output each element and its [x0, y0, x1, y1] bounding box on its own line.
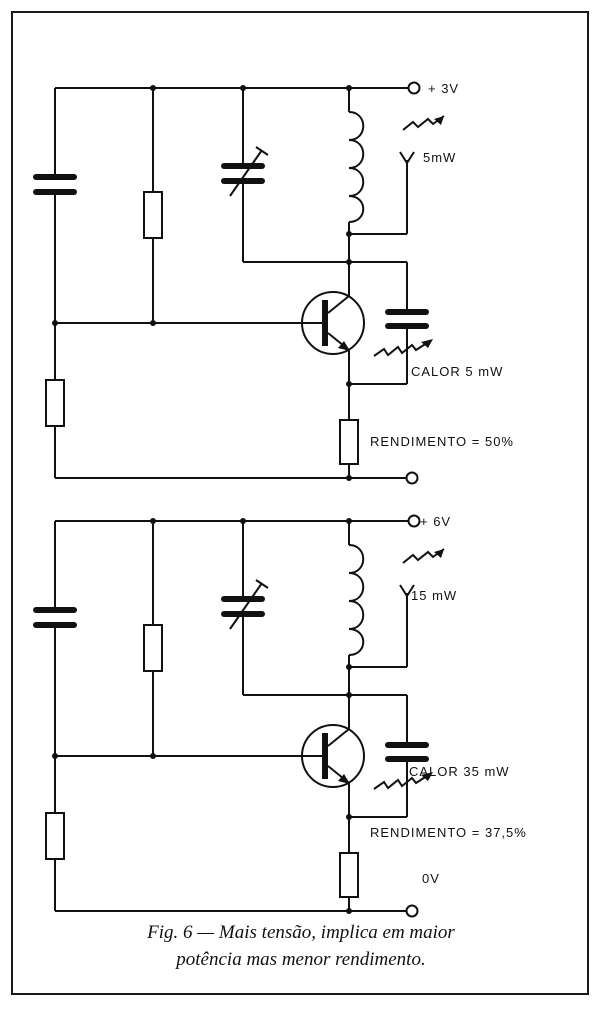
heat-label-bottom: CALOR 35 mW: [409, 764, 510, 779]
supply-label-bottom: + 6V: [420, 514, 451, 529]
circuit-top: + 3V 5mW CALOR 5 mW RENDIMENTO = 50%: [36, 81, 514, 484]
ground-label: 0V: [422, 871, 440, 886]
figure-frame: [11, 11, 589, 995]
efficiency-label-bottom: RENDIMENTO = 37,5%: [370, 825, 527, 840]
coil-power-label-top: 5mW: [423, 150, 456, 165]
figure-caption-line-1: Fig. 6 — Mais tensão, implica em maior: [147, 922, 455, 943]
efficiency-label-top: RENDIMENTO = 50%: [370, 434, 514, 449]
circuit-bottom: + 6V 15 mW CALOR 35 mW RENDIMENTO = 37,5…: [36, 514, 527, 917]
heat-label-top: CALOR 5 mW: [411, 364, 503, 379]
coil-power-label-bottom: 15 mW: [411, 588, 457, 603]
supply-label-top: + 3V: [428, 81, 459, 96]
figure-caption-line-2: potência mas menor rendimento.: [176, 949, 426, 970]
